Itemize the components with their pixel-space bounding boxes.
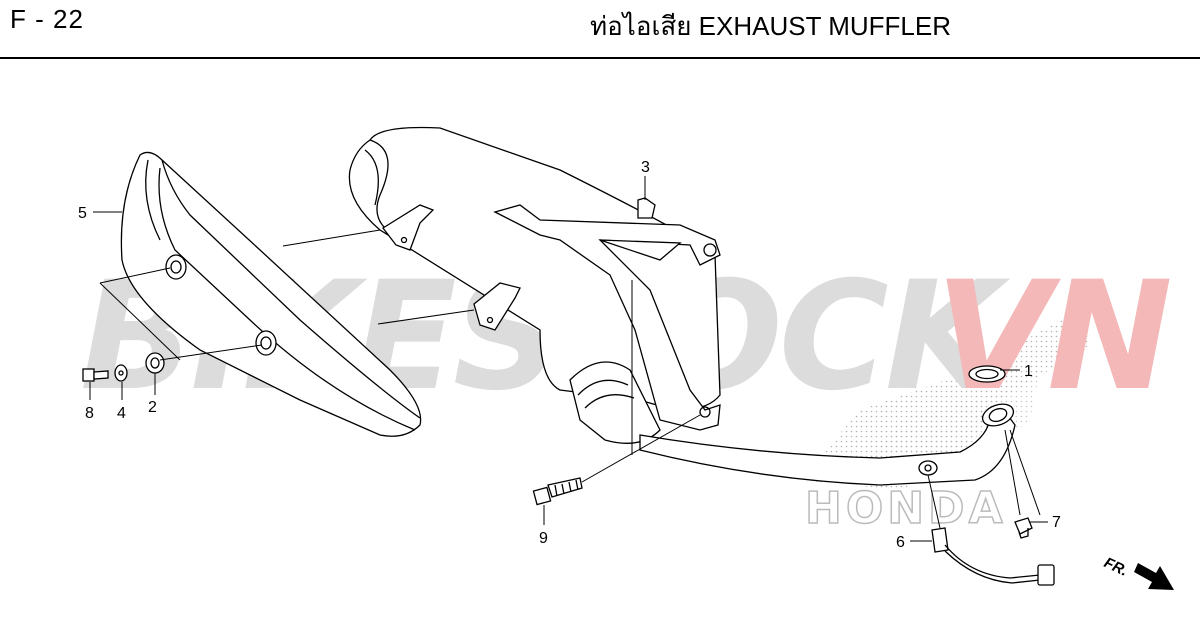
callout-2: 2: [148, 399, 157, 416]
page-code: F - 22: [10, 4, 84, 34]
callout-9: 9: [539, 530, 548, 547]
callout-4: 4: [117, 405, 126, 422]
page-title: ท่อไอเสีย EXHAUST MUFFLER: [590, 11, 951, 41]
callout-1: 1: [1024, 363, 1033, 380]
o2-sensor: [931, 527, 1055, 586]
flange-bolt: [532, 477, 583, 506]
callout-8: 8: [85, 405, 94, 422]
watermark-accent-text: VN: [935, 250, 1170, 424]
front-direction-arrow: FR.: [1101, 554, 1174, 590]
honda-brand-text: HONDA: [805, 483, 1007, 534]
gasket: [968, 365, 1006, 383]
muffler-body: [348, 126, 721, 444]
heat-shield: [120, 151, 422, 437]
callout-labels: 1 2 3 4 5 6 7 8 9: [78, 159, 1061, 551]
leader-lines: [89, 176, 1048, 542]
callout-6: 6: [896, 534, 905, 551]
header-divider: [0, 57, 1200, 59]
honda-wing-logo: [800, 310, 1090, 490]
callout-5: 5: [78, 205, 87, 222]
callout-3: 3: [641, 159, 650, 176]
front-arrow-label: FR.: [1101, 554, 1130, 580]
arrow-icon: [1134, 563, 1174, 590]
flange-nut: [1014, 517, 1033, 539]
callout-7: 7: [1052, 514, 1061, 531]
exhaust-pipe: [639, 403, 1016, 486]
